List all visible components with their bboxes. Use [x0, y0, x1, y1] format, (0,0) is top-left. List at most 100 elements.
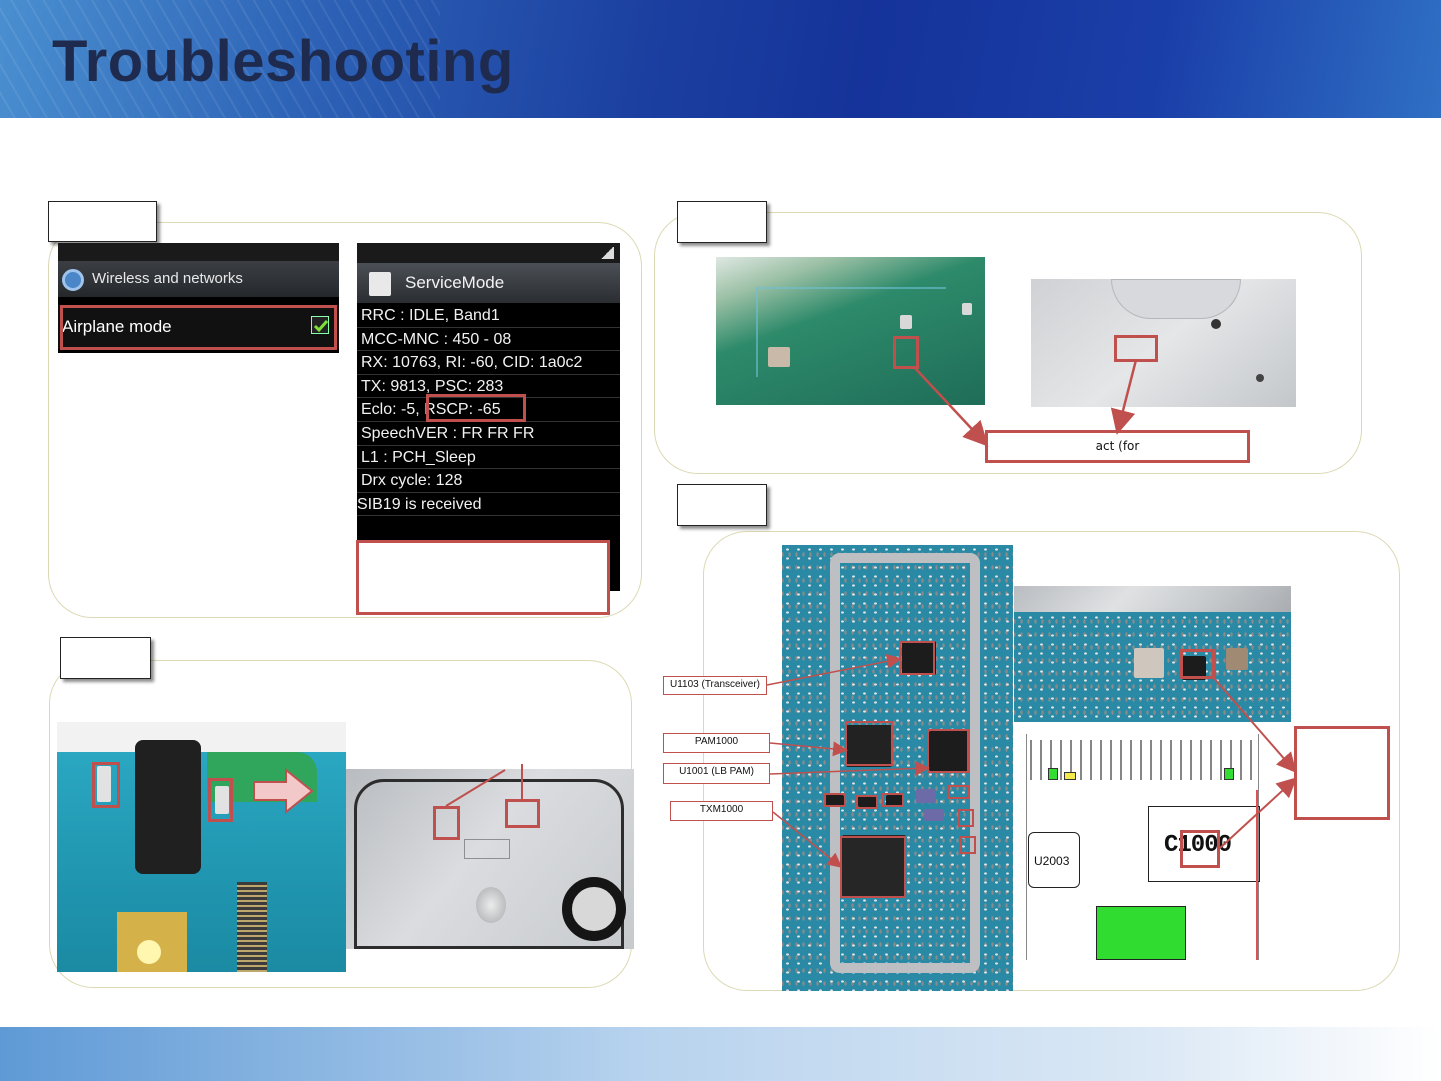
step-tag-3 [677, 484, 767, 526]
callout-txm-text: TXM1000 [699, 804, 744, 815]
component [1134, 648, 1164, 678]
callout-pam-text: PAM1000 [694, 736, 739, 747]
speaker-hole [476, 887, 506, 923]
zoom-pcb-photo [1014, 586, 1291, 722]
sub-pcb-photo [57, 722, 346, 972]
slide-footer [0, 1027, 1441, 1081]
highlight-airplane-mode [60, 305, 337, 350]
service-line: L1 : PCH_Sleep [357, 446, 620, 470]
service-mode-title: ServiceMode [405, 273, 505, 292]
service-mode-icon [369, 272, 391, 296]
highlight-contact-left [92, 762, 120, 808]
highlight-txm [840, 836, 906, 898]
highlight-rscp [426, 394, 526, 422]
contact-callout-text: act (for [1095, 439, 1140, 453]
component [1226, 648, 1248, 670]
rear-cover-photo [346, 769, 634, 949]
component [962, 303, 972, 315]
pam-chip [846, 725, 892, 767]
highlight-small [958, 809, 974, 827]
slide-title: Troubleshooting [52, 29, 514, 94]
right-arrow-icon [253, 768, 314, 814]
schematic-u2003-box [1028, 832, 1080, 888]
airplane-mode-row[interactable]: Airplane mode [58, 305, 339, 349]
callout-pam: PAM1000 [663, 733, 770, 753]
service-line: MCC-MNC : 450 - 08 [357, 328, 620, 352]
highlight-case-contact [1114, 335, 1158, 362]
schematic-red-trace [1256, 790, 1258, 960]
highlight-lb-pam [927, 729, 969, 773]
camera-ring [562, 877, 626, 941]
component [858, 795, 878, 807]
callout-transceiver: U1103 (Transceiver) [663, 676, 767, 695]
highlight-pam [845, 721, 893, 766]
settings-screenshot: Wireless and networks Airplane mode [58, 243, 339, 353]
highlight-cover-contact-right [505, 799, 540, 828]
highlight-contact-right [208, 778, 233, 822]
service-line: SIB19 is received [357, 493, 620, 517]
lb-pam-chip [929, 731, 969, 771]
highlight-c1000 [1180, 830, 1220, 868]
checkbox-checked-icon[interactable] [311, 316, 329, 334]
callout-transceiver-text: U1103 (Transceiver) [669, 679, 761, 690]
contact-callout: act (for [985, 430, 1250, 463]
schematic-diagram: U2003 C1000 [1020, 734, 1265, 960]
rear-case-photo [1031, 279, 1296, 407]
service-line: RX: 10763, RI: -60, CID: 1a0c2 [357, 351, 620, 375]
highlight-small [856, 795, 878, 809]
contact-spring [215, 786, 229, 814]
contact-spring [97, 766, 111, 802]
case-hole [1256, 374, 1264, 382]
txm-chip [842, 835, 906, 897]
main-pcb-photo [782, 545, 1013, 991]
highlight-zoom-component [1180, 649, 1215, 679]
case-boss [1111, 279, 1241, 319]
highlight-small [824, 793, 846, 807]
service-line: Drx cycle: 128 [357, 469, 620, 493]
highlight-small [960, 836, 976, 854]
schematic-green-block [1096, 906, 1186, 960]
transceiver-chip [902, 641, 936, 675]
service-line: RRC : IDLE, Band1 [357, 304, 620, 328]
slide-header [0, 0, 1441, 118]
cover-slot [464, 839, 510, 859]
callout-txm: TXM1000 [670, 801, 773, 821]
status-bar [357, 243, 620, 263]
shield-edge [1014, 586, 1291, 612]
service-mode-screenshot: ServiceMode RRC : IDLE, Band1 MCC-MNC : … [357, 243, 620, 591]
check-icon [313, 320, 329, 333]
step-tag-1 [48, 201, 157, 242]
schematic-yellow-part [1064, 772, 1076, 780]
component [768, 347, 790, 367]
connector [237, 882, 267, 972]
component [916, 789, 936, 803]
step-tag-2 [677, 201, 767, 243]
callout-lb-pam: U1001 (LB PAM) [663, 763, 770, 784]
step-tag-4 [60, 637, 151, 679]
service-line: SpeechVER : FR FR FR [357, 422, 620, 446]
highlight-small [948, 785, 970, 799]
highlight-small [882, 793, 904, 807]
case-hole [1211, 319, 1221, 329]
status-bar [58, 243, 339, 261]
pcb-antenna-photo [716, 257, 985, 405]
highlight-transceiver [899, 641, 935, 675]
component [924, 809, 944, 821]
highlight-cover-contact-left [433, 806, 460, 840]
gear-icon [62, 269, 84, 291]
service-mode-header: ServiceMode [357, 263, 620, 303]
schematic-green-part [1224, 768, 1234, 780]
note-box-c1000 [1294, 726, 1390, 820]
callout-lb-pam-text: U1001 (LB PAM) [679, 766, 754, 777]
airplane-mode-label: Airplane mode [62, 317, 172, 336]
signal-icon [600, 247, 614, 259]
settings-header: Wireless and networks [58, 261, 339, 297]
settings-header-label: Wireless and networks [92, 270, 243, 287]
highlight-antenna-contact [893, 336, 919, 369]
schematic-green-part [1048, 768, 1058, 780]
antenna-trace [756, 287, 946, 377]
component [900, 315, 912, 329]
component [886, 795, 904, 807]
rf-shield-frame [830, 553, 980, 973]
note-box-signal [356, 540, 610, 615]
